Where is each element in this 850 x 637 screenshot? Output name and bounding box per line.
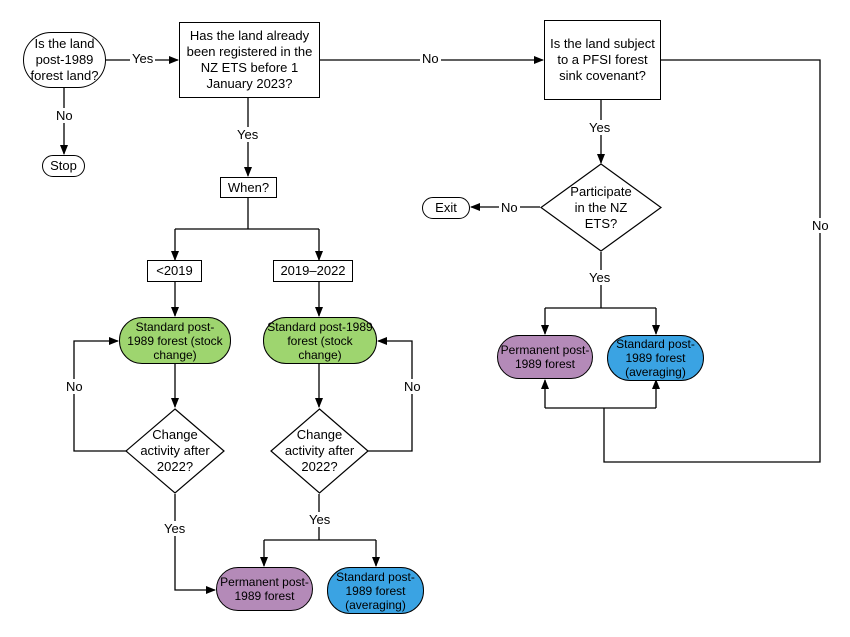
diamond-shape bbox=[540, 163, 662, 252]
node-participate: Participate in the NZ ETS? bbox=[540, 163, 662, 252]
node-std-stock-left: Standard post-1989 forest (stock change) bbox=[119, 317, 231, 364]
diamond-shape bbox=[270, 408, 369, 494]
node-pfsi: Is the land subject to a PFSI forest sin… bbox=[544, 20, 661, 100]
edge-change-right-no bbox=[368, 337, 413, 452]
label-no-registered: No bbox=[420, 51, 441, 66]
label-yes-registered: Yes bbox=[235, 127, 261, 142]
label-yes-change-right: Yes bbox=[307, 512, 333, 527]
node-perm-bottom: Permanent post-1989 forest bbox=[216, 567, 313, 611]
label-yes-participate: Yes bbox=[587, 270, 613, 285]
node-when: When? bbox=[220, 177, 277, 198]
edge-pfsi-no bbox=[603, 59, 821, 463]
label-no-participate: No bbox=[499, 200, 520, 215]
label-no-pfsi: No bbox=[810, 218, 831, 233]
node-change-left: Change activity after 2022? bbox=[125, 408, 225, 494]
node-change-right: Change activity after 2022? bbox=[270, 408, 369, 494]
label-yes-pfsi: Yes bbox=[587, 120, 613, 135]
node-is-forest: Is the land post-1989 forest land? bbox=[23, 32, 106, 88]
node-std-stock-right: Standard post-1989 forest (stock change) bbox=[263, 317, 377, 364]
node-registered: Has the land already been registered in … bbox=[179, 22, 320, 98]
node-before-2019: <2019 bbox=[147, 260, 202, 282]
diamond-shape bbox=[125, 408, 225, 494]
node-stop: Stop bbox=[42, 155, 85, 177]
node-avg-top: Standard post-1989 forest (averaging) bbox=[607, 335, 704, 381]
label-yes-forest: Yes bbox=[130, 51, 156, 66]
node-2019-2022: 2019–2022 bbox=[273, 260, 353, 282]
edge-change-left-no bbox=[73, 337, 126, 452]
label-no-change-left: No bbox=[64, 379, 85, 394]
node-perm-top: Permanent post-1989 forest bbox=[497, 335, 593, 379]
edge-change-left-yes bbox=[174, 494, 216, 594]
label-no-change-right: No bbox=[402, 379, 423, 394]
node-exit: Exit bbox=[422, 197, 470, 219]
label-no-forest: No bbox=[54, 108, 75, 123]
node-avg-bottom: Standard post-1989 forest (averaging) bbox=[327, 567, 424, 614]
label-yes-change-left: Yes bbox=[162, 521, 188, 536]
